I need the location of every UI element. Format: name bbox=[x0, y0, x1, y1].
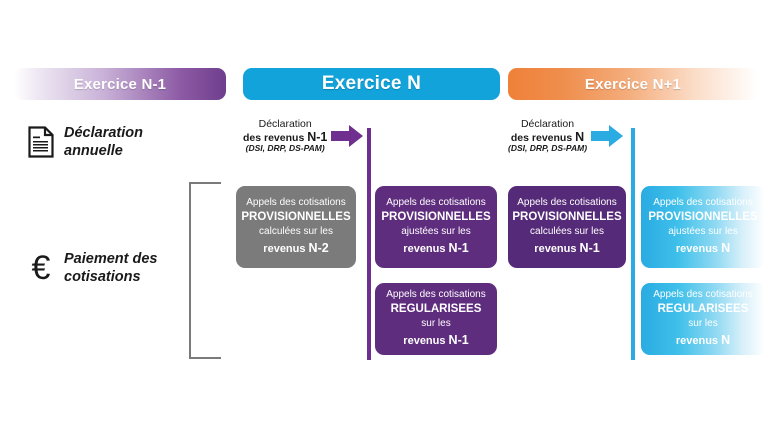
period-bar-exercice-n-1: Exercice N-1 bbox=[14, 68, 226, 100]
box-cotisations-provisionnelles-ajustees-n: Appels des cotisations PROVISIONNELLES a… bbox=[641, 186, 765, 268]
box-line2: REGULARISEES bbox=[657, 302, 749, 315]
box-cotisations-provisionnelles-n-2: Appels des cotisations PROVISIONNELLES c… bbox=[236, 186, 356, 268]
box-line1: Appels des cotisations bbox=[246, 197, 346, 209]
box-line3: sur les bbox=[688, 318, 718, 330]
euro-icon: € bbox=[31, 249, 51, 288]
box-line4-year: N bbox=[721, 332, 731, 347]
box-line4-year: N-1 bbox=[448, 240, 469, 255]
box-line2: PROVISIONNELLES bbox=[648, 210, 758, 223]
box-line1: Appels des cotisations bbox=[386, 289, 486, 301]
arrow-right-icon-blue bbox=[591, 125, 624, 148]
period-bar-exercice-n-plus-1: Exercice N+1 bbox=[508, 68, 758, 100]
callout-declaration-revenus-n: Déclaration des revenus N (DSI, DRP, DS-… bbox=[508, 118, 624, 154]
callout-line3-n: (DSI, DRP, DS-PAM) bbox=[508, 143, 588, 154]
callout-line1-n1: Déclaration bbox=[258, 118, 312, 130]
box-line4-prefix: revenus bbox=[675, 242, 722, 255]
callout-line2-prefix-n: des revenus bbox=[510, 132, 576, 145]
box-line4-prefix: revenus bbox=[403, 334, 449, 347]
box-line2: REGULARISEES bbox=[390, 302, 482, 315]
box-line4: revenus N-1 bbox=[403, 239, 468, 258]
box-cotisations-regularisees-n-1: Appels des cotisations REGULARISEES sur … bbox=[375, 283, 497, 355]
box-cotisations-regularisees-n: Appels des cotisations REGULARISEES sur … bbox=[641, 283, 765, 355]
box-line4: revenus N-2 bbox=[263, 239, 328, 258]
box-line1: Appels des cotisations bbox=[653, 289, 753, 301]
callout-line1-n: Déclaration bbox=[520, 118, 575, 130]
box-line3: ajustées sur les bbox=[668, 226, 738, 238]
box-line4-prefix: revenus bbox=[403, 242, 449, 255]
box-line4: revenus N-1 bbox=[534, 239, 599, 258]
box-line3: calculées sur les bbox=[259, 226, 333, 238]
box-line2: PROVISIONNELLES bbox=[381, 210, 491, 223]
box-cotisations-provisionnelles-ajustees-n-1: Appels des cotisations PROVISIONNELLES a… bbox=[375, 186, 497, 268]
box-line1: Appels des cotisations bbox=[517, 197, 617, 209]
box-line3: calculées sur les bbox=[530, 226, 604, 238]
legend-paiement-des-cotisations: € Paiement des cotisations bbox=[28, 250, 158, 286]
box-line2: PROVISIONNELLES bbox=[512, 210, 622, 223]
legend-declaration-annuelle: Déclaration annuelle bbox=[28, 124, 143, 160]
timeline-divider-blue bbox=[631, 128, 635, 360]
callout-line3-n1: (DSI, DRP, DS-PAM) bbox=[245, 143, 325, 154]
box-line4-prefix: revenus bbox=[534, 242, 580, 255]
box-line4: revenus N-1 bbox=[403, 331, 468, 350]
callout-line2-n1: des revenus N-1 bbox=[243, 130, 327, 144]
callout-line2-year-n1: N-1 bbox=[307, 130, 328, 145]
callout-line2-prefix-n1: des revenus bbox=[243, 132, 308, 145]
box-line4-year: N-2 bbox=[308, 240, 329, 255]
callout-line2-year-n: N bbox=[575, 130, 585, 145]
box-line3: ajustées sur les bbox=[401, 226, 471, 238]
box-line4-year: N-1 bbox=[448, 332, 469, 347]
timeline-divider-purple bbox=[367, 128, 371, 360]
box-line1: Appels des cotisations bbox=[386, 197, 486, 209]
box-line4: revenus N bbox=[676, 331, 730, 350]
arrow-right-icon-purple bbox=[331, 125, 364, 148]
callout-line2-n: des revenus N bbox=[508, 130, 587, 144]
box-line4: revenus N bbox=[676, 239, 730, 258]
box-line4-year: N bbox=[721, 240, 731, 255]
period-bar-label-prev: Exercice N-1 bbox=[73, 75, 167, 93]
period-bar-label-current: Exercice N bbox=[321, 73, 422, 94]
box-line3: sur les bbox=[421, 318, 451, 330]
payment-scope-bracket bbox=[189, 182, 221, 359]
box-line4-prefix: revenus bbox=[263, 242, 309, 255]
box-line2: PROVISIONNELLES bbox=[241, 210, 351, 223]
box-cotisations-provisionnelles-calculees-n-1: Appels des cotisations PROVISIONNELLES c… bbox=[508, 186, 626, 268]
box-line1: Appels des cotisations bbox=[653, 197, 753, 209]
legend-label-paiement: Paiement des cotisations bbox=[64, 251, 158, 286]
period-bar-exercice-n: Exercice N bbox=[243, 68, 500, 100]
period-bar-label-next: Exercice N+1 bbox=[584, 75, 682, 93]
document-icon bbox=[28, 126, 54, 158]
callout-declaration-revenus-n-1: Déclaration des revenus N-1 (DSI, DRP, D… bbox=[243, 118, 364, 154]
box-line4-prefix: revenus bbox=[675, 334, 722, 347]
box-line4-year: N-1 bbox=[579, 240, 600, 255]
legend-label-declaration: Déclaration annuelle bbox=[64, 125, 143, 160]
